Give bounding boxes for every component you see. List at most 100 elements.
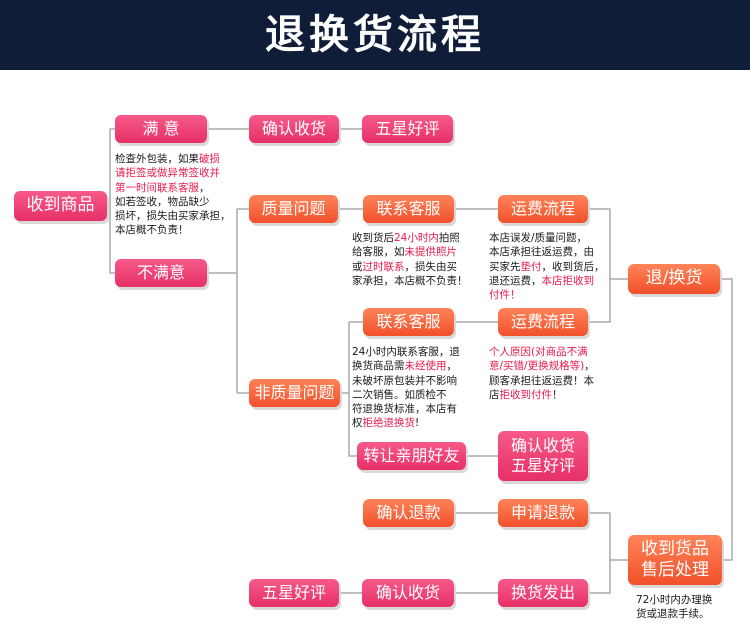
node-transfer-friends: 转让亲朋好友 bbox=[357, 442, 466, 470]
note-line: 未破坏原包装并不影响 bbox=[352, 374, 460, 388]
note-inspect-package: 检查外包装，如果破损请拒签或做异常签收并第一时间联系客服，如若签收，物品缺少损坏… bbox=[115, 152, 231, 238]
node-exchange-ship: 换货发出 bbox=[498, 579, 588, 607]
note-line: 付件！ bbox=[489, 288, 605, 302]
note-text: 未破坏原包装并不影响 bbox=[352, 374, 457, 387]
note-text: 24小时内联系客服，退 bbox=[352, 346, 460, 358]
note-highlight: 意/买错/更换规格等) bbox=[489, 360, 585, 373]
connector-receive-unsatisfied bbox=[109, 206, 115, 274]
note-line: 第一时间联系客服， bbox=[115, 181, 231, 195]
note-line: 请拒签或做异常签收并 bbox=[115, 166, 231, 180]
note-line: 退还运费，本店拒收到 bbox=[489, 274, 605, 288]
note-highlight: 本店拒收到 bbox=[541, 274, 595, 287]
note-line: 72小时内办理换 bbox=[636, 593, 712, 607]
node-non-quality-issue: 非质量问题 bbox=[249, 379, 340, 407]
note-text: 收到货后 bbox=[352, 232, 394, 244]
note-text: ， bbox=[446, 360, 458, 373]
node-confirm-receipt-bottom: 确认收货 bbox=[362, 579, 454, 607]
node-received-after-sale: 收到货品 售后处理 bbox=[628, 535, 722, 585]
note-line: 货或退款手续。 bbox=[636, 607, 712, 621]
node-satisfied: 满 意 bbox=[115, 115, 207, 143]
note-text: ， bbox=[199, 181, 210, 194]
note-line: 换货商品需未经使用， bbox=[352, 359, 460, 373]
note-highlight: 拒绝退换货 bbox=[362, 417, 416, 430]
note-text: ! bbox=[415, 417, 420, 430]
note-text: 给客服，如 bbox=[352, 246, 405, 259]
note-line: 买家先垫付，收到货后， bbox=[489, 260, 605, 274]
note-text: 或 bbox=[352, 260, 363, 273]
note-after-sale: 72小时内办理换货或退款手续。 bbox=[636, 593, 712, 622]
note-highlight: 过时联系 bbox=[362, 260, 405, 273]
note-line: 符退换货标准，本店有 bbox=[352, 402, 460, 416]
note-quality-contact: 收到货后24小时内拍照给客服，如未提供照片或过时联系，损失由买家承担，本店概不负… bbox=[352, 231, 468, 288]
connector-return-received bbox=[720, 278, 733, 561]
note-line: 24小时内联系客服，退 bbox=[352, 345, 460, 359]
node-receive-goods: 收到商品 bbox=[14, 191, 107, 221]
note-line: 店拒收到付件！ bbox=[489, 388, 595, 402]
note-highlight: 拒收到付件 bbox=[499, 388, 553, 401]
node-quality-issue: 质量问题 bbox=[249, 195, 338, 223]
note-highlight: 破损 bbox=[199, 153, 220, 165]
node-return-exchange: 退/换货 bbox=[628, 264, 720, 294]
node-confirm-five-line2: 五星好评 bbox=[510, 456, 575, 475]
note-line: 损坏，损失由买家承担， bbox=[115, 209, 231, 223]
note-text: 本店概不负责！ bbox=[115, 224, 189, 237]
note-highlight: 请拒签或做异常签收并 bbox=[115, 167, 220, 180]
node-received-line1: 收到货品 bbox=[641, 538, 709, 559]
connector-nonquality-trunk bbox=[348, 322, 357, 457]
note-text: ， bbox=[584, 360, 595, 373]
node-five-star-bottom: 五星好评 bbox=[249, 579, 339, 607]
note-line: 个人原因(对商品不满 bbox=[489, 345, 595, 359]
connector-received-refund bbox=[588, 512, 628, 561]
note-text: ！ bbox=[552, 388, 563, 401]
node-confirm-and-five-star: 确认收货 五星好评 bbox=[498, 431, 588, 481]
note-line: 本店概不负责！ bbox=[115, 223, 231, 237]
note-text: 本店承担往返运费，由 bbox=[489, 246, 594, 259]
connector-received-exchange bbox=[588, 560, 611, 594]
note-quality-shipping: 本店误发/质量问题，本店承担往返运费，由买家先垫付，收到货后，退还运费，本店拒收… bbox=[489, 231, 605, 302]
node-contact-service-1: 联系客服 bbox=[363, 195, 454, 223]
node-apply-refund: 申请退款 bbox=[498, 499, 588, 527]
note-line: 本店误发/质量问题， bbox=[489, 231, 605, 245]
note-highlight: 未提供照片 bbox=[404, 246, 458, 259]
note-text: 如若签收，物品缺少 bbox=[115, 195, 210, 208]
note-line: 顾客承担往返运费！本 bbox=[489, 374, 595, 388]
note-text: 符退换货标准，本店有 bbox=[352, 403, 457, 416]
note-highlight: 垫付 bbox=[520, 260, 542, 273]
note-highlight: 个人原因(对商品不满 bbox=[489, 346, 588, 358]
note-line: 二次销售。如质检不 bbox=[352, 388, 460, 402]
note-line: 收到货后24小时内拍照 bbox=[352, 231, 468, 245]
note-text: 店 bbox=[489, 388, 500, 401]
note-line: 或过时联系，损失由买 bbox=[352, 260, 468, 274]
note-text: 买家先 bbox=[489, 260, 521, 273]
note-text: 损坏，损失由买家承担， bbox=[115, 210, 231, 223]
note-text: 家承担，本店概不负责！ bbox=[352, 274, 468, 287]
note-highlight: 未经使用 bbox=[404, 360, 447, 373]
note-highlight: 第一时间联系客服 bbox=[115, 181, 199, 194]
note-text: 检查外包装，如果 bbox=[115, 153, 199, 165]
note-text: 权 bbox=[352, 417, 363, 430]
note-text: 顾客承担往返运费！本 bbox=[489, 374, 594, 387]
note-text: 拍照 bbox=[438, 232, 460, 244]
page-title: 退换货流程 bbox=[265, 12, 485, 58]
connector-shipping-merge bbox=[588, 208, 611, 323]
connector-receive-satisfied bbox=[109, 128, 115, 206]
node-shipping-flow-2: 运费流程 bbox=[498, 308, 588, 336]
note-text: 退还运费， bbox=[489, 274, 542, 287]
note-line: 如若签收，物品缺少 bbox=[115, 195, 231, 209]
note-nonquality-shipping: 个人原因(对商品不满意/买错/更换规格等)，顾客承担往返运费！本店拒收到付件！ bbox=[489, 345, 595, 402]
note-line: 给客服，如未提供照片 bbox=[352, 245, 468, 259]
note-text: 换货商品需 bbox=[352, 360, 405, 373]
note-line: 权拒绝退换货! bbox=[352, 416, 460, 430]
note-text: 72小时内办理换 bbox=[636, 594, 713, 606]
node-contact-service-2: 联系客服 bbox=[363, 308, 454, 336]
node-received-line2: 售后处理 bbox=[641, 560, 709, 580]
note-text: ，收到货后， bbox=[541, 260, 605, 273]
note-highlight: 付件！ bbox=[489, 289, 521, 302]
note-line: 检查外包装，如果破损 bbox=[115, 152, 231, 166]
note-line: 家承担，本店概不负责！ bbox=[352, 274, 468, 288]
note-line: 意/买错/更换规格等)， bbox=[489, 359, 595, 373]
note-text: 二次销售。如质检不 bbox=[352, 388, 447, 401]
node-confirm-receipt-top: 确认收货 bbox=[249, 115, 339, 143]
note-line: 本店承担往返运费，由 bbox=[489, 245, 605, 259]
